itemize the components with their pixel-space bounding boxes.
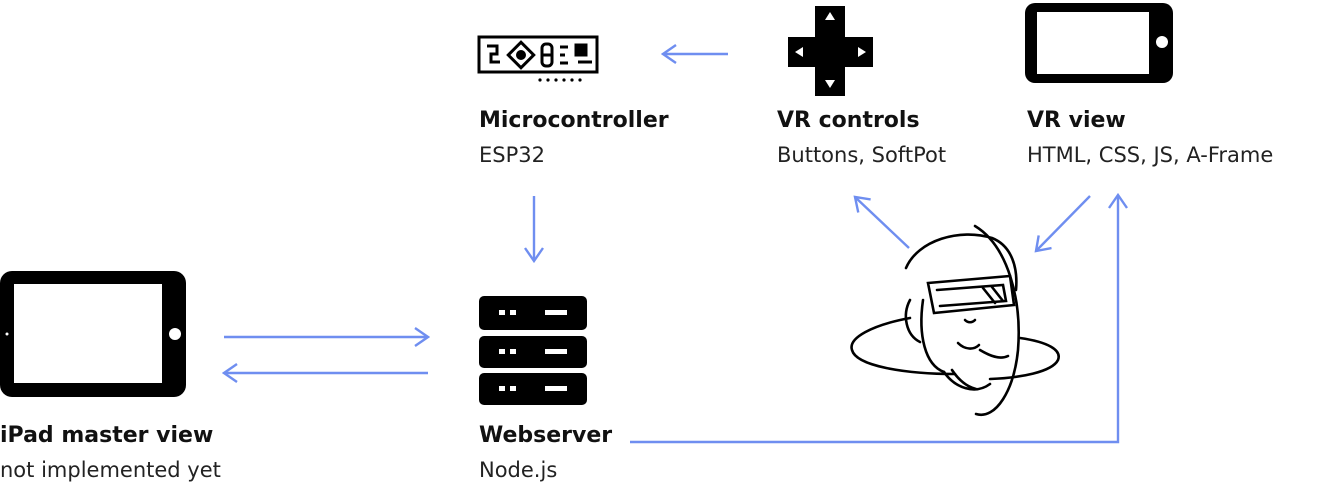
ipad-icon: [0, 271, 186, 397]
vr-view-subtitle: HTML, CSS, JS, A-Frame: [1027, 143, 1274, 167]
arrow-vr-view-to-user: [1036, 195, 1091, 251]
arrow-webserver-to-vr-view: [630, 195, 1118, 444]
vr-controls-title: VR controls: [777, 108, 920, 133]
webserver-title: Webserver: [479, 423, 613, 448]
microcontroller-subtitle: ESP32: [479, 143, 545, 167]
server-rack-icon: [479, 296, 587, 405]
arrows: [224, 54, 1118, 444]
vr-headset-user-icon: [850, 224, 1060, 417]
microcontroller-title: Microcontroller: [479, 108, 669, 133]
vr-view-title: VR view: [1027, 108, 1126, 133]
ipad-subtitle: not implemented yet: [0, 458, 221, 482]
dpad-icon: [788, 6, 873, 96]
tablet-icon: [1025, 3, 1173, 83]
arrow-user-to-vr-controls: [855, 197, 910, 249]
vr-controls-subtitle: Buttons, SoftPot: [777, 143, 947, 167]
ipad-title: iPad master view: [0, 423, 214, 448]
webserver-subtitle: Node.js: [479, 458, 558, 482]
circuit-board-icon: [477, 35, 599, 82]
